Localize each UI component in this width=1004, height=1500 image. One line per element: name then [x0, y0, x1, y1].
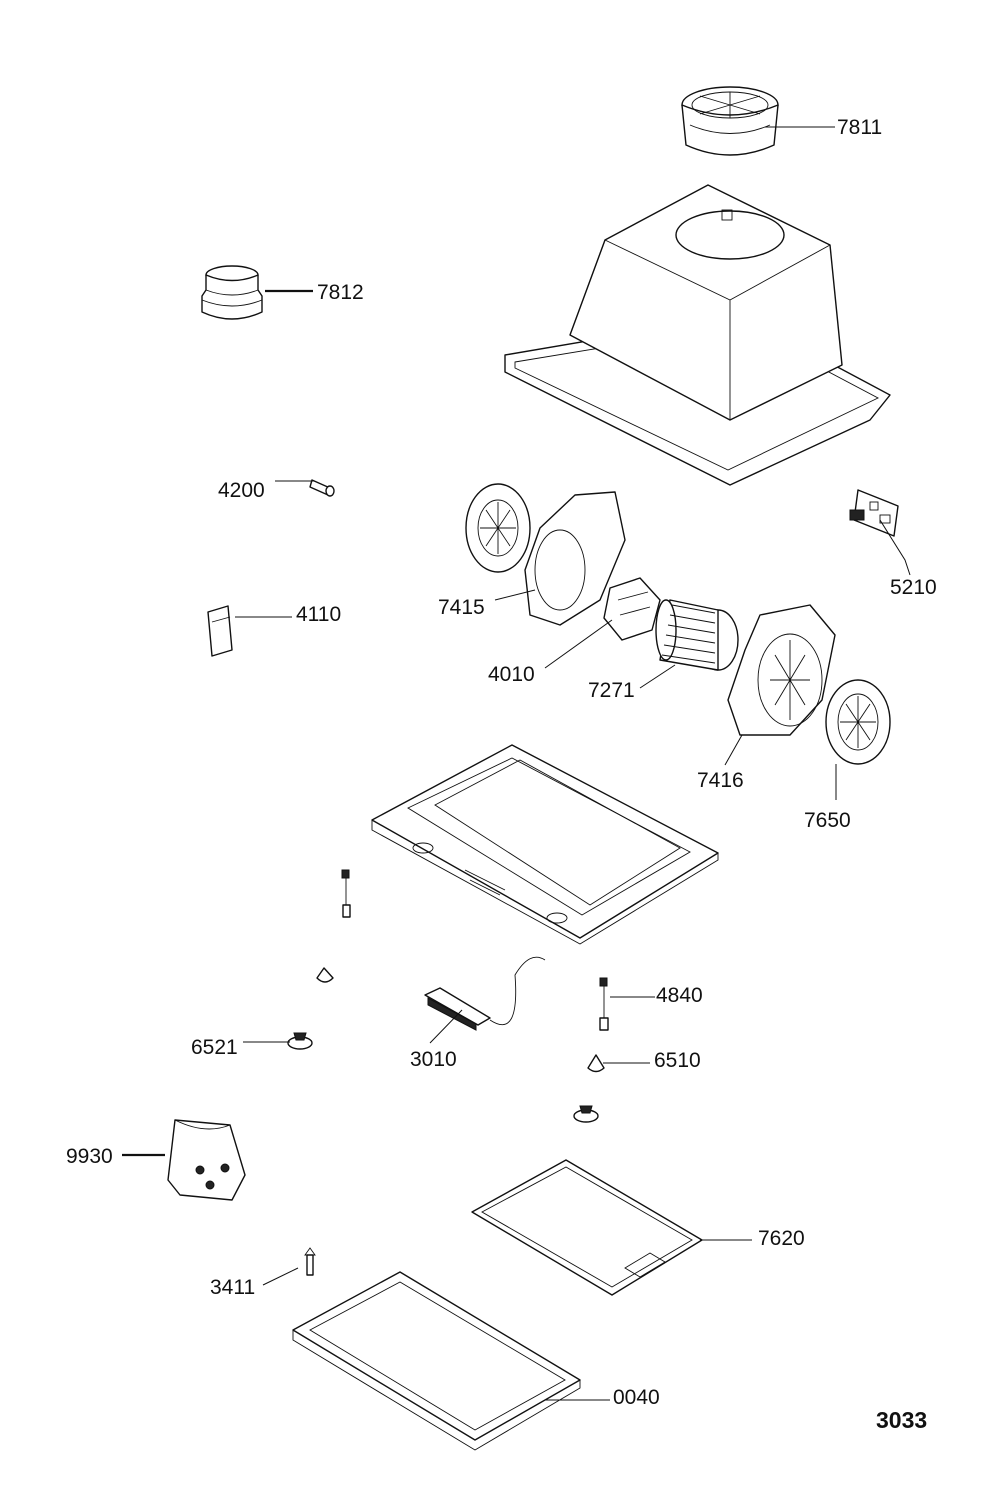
label-4110: 4110 [296, 603, 341, 626]
label-4010: 4010 [488, 663, 535, 686]
label-3411: 3411 [210, 1276, 255, 1299]
part-0040-bottom-frame [292, 1271, 581, 1451]
part-lower-frame [371, 744, 719, 945]
label-3010: 3010 [410, 1048, 457, 1071]
label-5210: 5210 [890, 576, 937, 599]
part-9930-hardware-bag [167, 1119, 246, 1201]
part-4110-switch [207, 605, 233, 657]
part-6510-knob [587, 1054, 605, 1073]
part-7271-fan-wheel [655, 599, 739, 671]
label-9930: 9930 [66, 1145, 113, 1168]
label-7650: 7650 [804, 809, 851, 832]
part-3010-light-strip [424, 956, 546, 1031]
part-7811-duct-collar [681, 86, 779, 156]
part-hood-housing [504, 184, 891, 486]
part-knob-base-right [573, 1105, 599, 1123]
part-3411-screw [304, 1247, 316, 1276]
label-6510: 6510 [654, 1049, 701, 1072]
diagram-code: 3033 [876, 1407, 927, 1433]
label-4840: 4840 [656, 984, 703, 1007]
part-7415-left-blower [465, 483, 626, 626]
label-7415: 7415 [438, 596, 485, 619]
label-7811: 7811 [837, 116, 882, 139]
part-6521-knob-base [287, 1032, 313, 1050]
label-0040: 0040 [613, 1386, 660, 1409]
leader-lines [122, 126, 911, 1401]
part-4840-connector [599, 977, 609, 1031]
part-7812-round-adaptor [201, 265, 263, 320]
part-connector-left [341, 869, 351, 918]
label-7416: 7416 [697, 769, 744, 792]
part-7416-right-blower [727, 604, 836, 736]
label-7620: 7620 [758, 1227, 805, 1250]
part-7620-filter-panel [471, 1159, 703, 1296]
label-7812: 7812 [317, 281, 364, 304]
label-7271: 7271 [588, 679, 635, 702]
part-knob-left [316, 967, 334, 983]
part-4200-pin [309, 479, 335, 497]
label-6521: 6521 [191, 1036, 238, 1059]
part-7650-filter-ring [825, 679, 891, 765]
part-5210-circuit-board [849, 489, 899, 537]
part-4010-motor [603, 577, 661, 641]
label-4200: 4200 [218, 479, 265, 502]
